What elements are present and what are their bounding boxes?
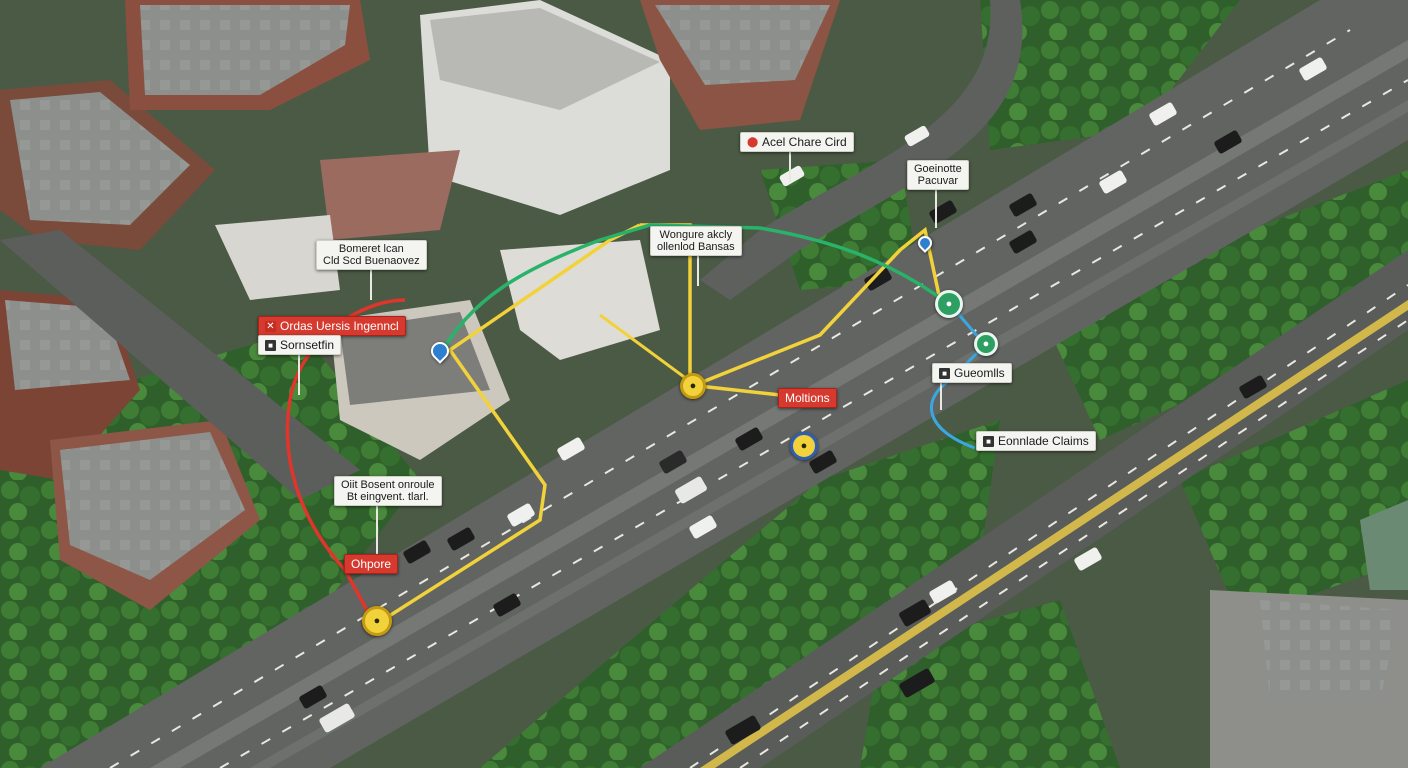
route-red[interactable] xyxy=(285,298,406,626)
place-label-subtext: Pacuvar xyxy=(917,175,959,187)
local-street xyxy=(0,230,360,500)
route-yellow-spur[interactable] xyxy=(599,313,696,387)
route-yellow-west[interactable] xyxy=(374,223,641,627)
callout-stem xyxy=(697,256,699,286)
location-pin-icon: ⬤ xyxy=(747,136,759,148)
box-icon: ■ xyxy=(983,435,994,447)
tree-area xyxy=(1180,380,1408,620)
place-label-gueomlls[interactable]: ■ Gueomlls xyxy=(932,363,1012,383)
route-waypoint-marker[interactable]: ● xyxy=(974,332,998,356)
route-waypoint-marker[interactable]: ● xyxy=(790,432,818,460)
alert-label-moltions[interactable]: Moltions xyxy=(778,388,837,408)
place-label-ennelde-claims[interactable]: ■ Eonnlade Claims xyxy=(976,431,1096,451)
callout-stem xyxy=(370,270,372,300)
place-label-subtext: ollenlod Bansas xyxy=(657,241,735,253)
tree-area xyxy=(1040,170,1408,440)
place-label-wongure[interactable]: Wongure akcly ollenlod Bansas xyxy=(650,226,742,256)
tree-area xyxy=(480,420,1000,768)
place-label-acel-chare-cird[interactable]: ⬤ Acel Chare Cird xyxy=(740,132,854,152)
place-label-text: Gueomlls xyxy=(954,366,1005,380)
route-end-marker[interactable]: ● xyxy=(935,290,963,318)
place-label-bomeret[interactable]: Bomeret lcan Cld Scd Buenaovez xyxy=(316,240,427,270)
place-label-sornsetfin[interactable]: ■ Sornsetfin xyxy=(258,335,342,355)
square-icon: ■ xyxy=(939,367,950,379)
callout-stem xyxy=(789,152,791,182)
alert-label-ohpore[interactable]: Ohpore xyxy=(344,554,399,574)
route-waypoint-marker[interactable]: ● xyxy=(680,373,706,399)
road-southbound xyxy=(640,250,1408,768)
route-green[interactable] xyxy=(438,223,952,356)
alert-label-text: Moltions xyxy=(785,391,830,405)
highway-deck xyxy=(40,0,1408,768)
place-label-goeinotte[interactable]: Goeinotte Pacuvar xyxy=(907,160,969,190)
curved-ramp xyxy=(700,0,1023,300)
place-label-text: Wongure akcly xyxy=(659,229,733,241)
callout-stem xyxy=(376,500,378,555)
place-label-text: Acel Chare Cird xyxy=(762,135,847,149)
place-label-subtext: Bt eingvent. tlarl. xyxy=(346,491,429,503)
place-label-oiit-roment[interactable]: Oiit Bosent onroule Bt eingvent. tlarl. xyxy=(334,476,442,506)
place-label-text: Sornsetfin xyxy=(280,338,335,352)
camera-icon: ■ xyxy=(265,339,276,351)
place-label-text: Bomeret lcan xyxy=(338,243,404,255)
callout-stem xyxy=(940,382,942,410)
callout-stem xyxy=(298,355,300,395)
place-label-subtext: Cld Scd Buenaovez xyxy=(323,255,420,267)
alert-label-text: Ohpore xyxy=(351,557,392,571)
road-center-line xyxy=(700,300,1408,768)
highway-barrier xyxy=(250,100,1408,768)
place-label-text: Eonnlade Claims xyxy=(998,434,1089,448)
vehicles xyxy=(299,57,1327,745)
route-start-marker[interactable]: ● xyxy=(362,606,392,636)
warning-icon: ✕ xyxy=(265,320,276,332)
tree-area xyxy=(980,0,1240,150)
alert-label-ordas-uersis[interactable]: ✕ Ordas Uersis Ingenncl xyxy=(258,316,406,336)
place-label-text: Goeinotte xyxy=(914,163,962,175)
place-label-text: Oiit Bosent onroule xyxy=(341,479,435,491)
alert-label-text: Ordas Uersis Ingenncl xyxy=(280,319,399,333)
lane-markings xyxy=(109,29,1408,768)
callout-stem xyxy=(935,188,937,228)
